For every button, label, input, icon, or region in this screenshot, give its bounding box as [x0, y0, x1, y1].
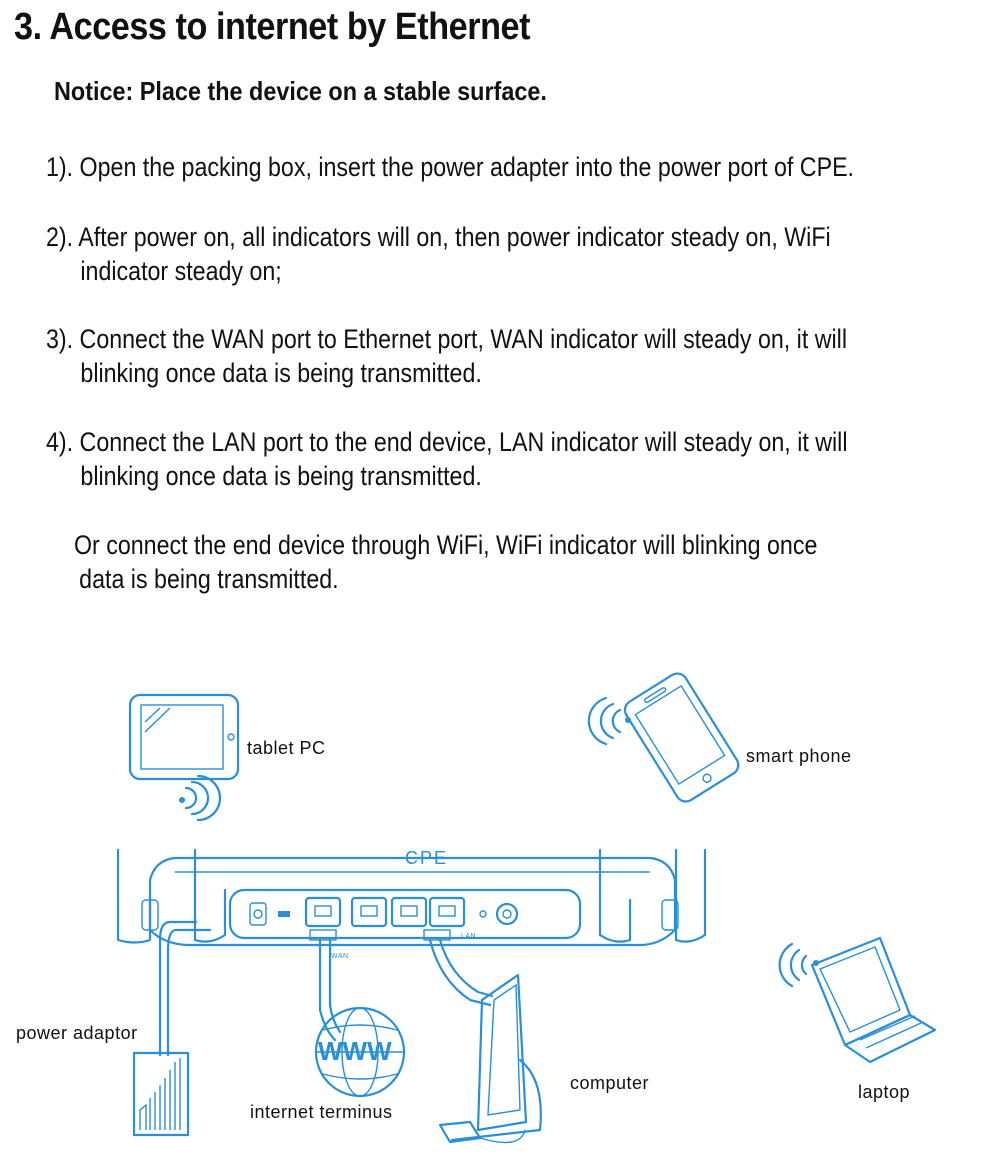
computer-icon [438, 973, 542, 1144]
smartphone-icon [623, 672, 740, 803]
diagram-illustration [116, 672, 937, 1144]
section-heading: 3. Access to internet by Ethernet [14, 6, 531, 48]
wifi-alternative-line-1: Or connect the end device through WiFi, … [74, 530, 818, 560]
notice-text: Notice: Place the device on a stable sur… [54, 76, 547, 106]
laptop-icon [810, 936, 937, 1064]
cpe-router-illustration [116, 848, 707, 947]
laptop-wifi-icon [778, 942, 819, 988]
internet-globe-icon [314, 1006, 406, 1098]
step-4-line-1: 4). Connect the LAN port to the end devi… [46, 427, 848, 457]
label-wan-port: WAN [331, 953, 349, 960]
label-computer: computer [570, 1073, 650, 1093]
smartphone-wifi-icon [587, 696, 631, 746]
label-laptop: laptop [858, 1082, 911, 1102]
step-3-line-1: 3). Connect the WAN port to Ethernet por… [46, 324, 847, 354]
step-1-line-1: 1). Open the packing box, insert the pow… [46, 152, 855, 182]
label-tablet-pc: tablet PC [247, 738, 326, 758]
label-lan-port: LAN [461, 933, 477, 940]
step-4: 4). Connect the LAN port to the end devi… [46, 425, 848, 493]
step-3-line-2: blinking once data is being transmitted. [80, 358, 482, 388]
step-2-line-2: indicator steady on; [80, 256, 282, 286]
power-adaptor-icon [132, 1051, 190, 1137]
wifi-alternative-line-2: data is being transmitted. [79, 564, 339, 594]
label-www: WWW [318, 1036, 392, 1066]
label-power-adaptor: power adaptor [16, 1023, 138, 1043]
step-2: 2). After power on, all indicators will … [46, 220, 831, 288]
wifi-alternative: Or connect the end device through WiFi, … [74, 528, 817, 596]
step-3: 3). Connect the WAN port to Ethernet por… [46, 322, 847, 390]
tablet-wifi-icon [179, 774, 222, 822]
connection-diagram: tablet PC smart phone CPE WAN LAN power … [0, 660, 1000, 1151]
tablet-icon [128, 693, 240, 781]
label-smart-phone: smart phone [746, 746, 852, 766]
label-internet-terminus: internet terminus [250, 1102, 393, 1122]
step-1: 1). Open the packing box, insert the pow… [46, 150, 854, 184]
step-4-line-2: blinking once data is being transmitted. [80, 461, 482, 491]
label-cpe: CPE [405, 848, 449, 868]
step-2-line-1: 2). After power on, all indicators will … [46, 222, 831, 252]
